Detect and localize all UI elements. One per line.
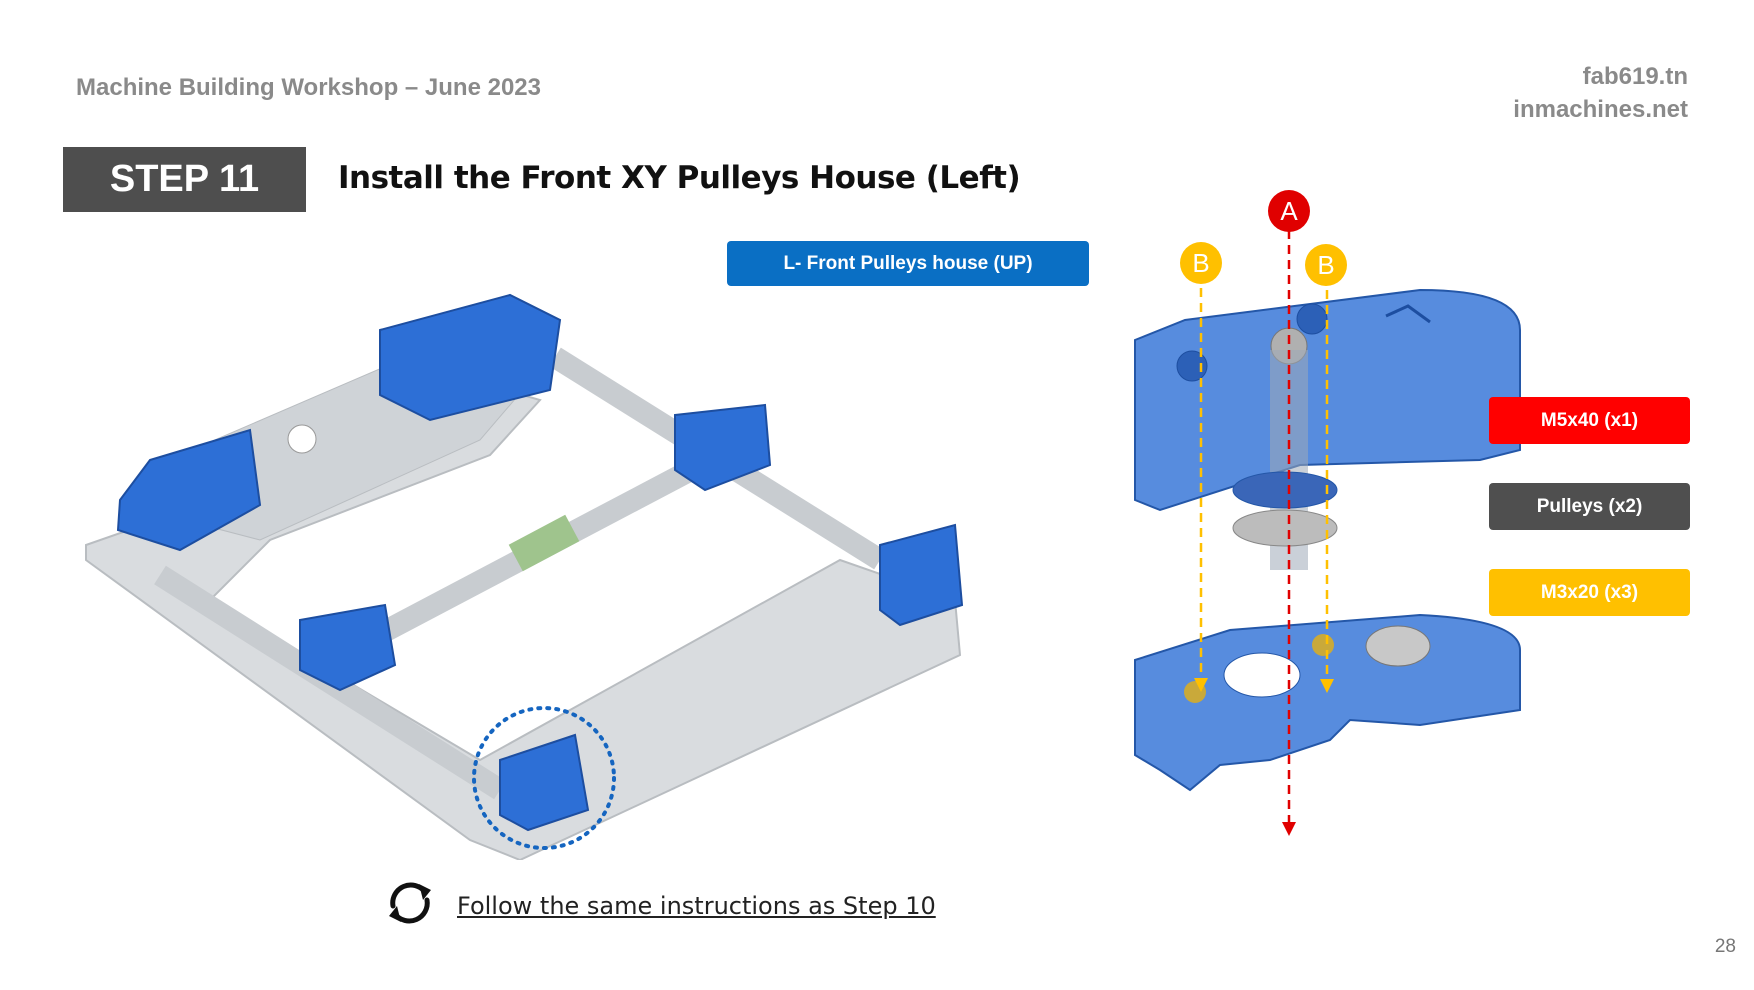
- marker-b-right: [1305, 244, 1347, 286]
- corner-block-right: [879, 523, 964, 627]
- step-badge: STEP 11: [63, 147, 306, 212]
- marker-b-left-label: B: [1192, 248, 1209, 278]
- pulley-house-left: [116, 428, 262, 552]
- site-fab619[interactable]: fab619.tn: [1582, 63, 1688, 90]
- hole-right: [1296, 303, 1328, 335]
- site-links: fab619.tn inmachines.net: [1513, 60, 1688, 126]
- carriage-block-left: [299, 603, 397, 692]
- marker-a: [1268, 190, 1310, 232]
- nut-slot-right: [1312, 634, 1334, 656]
- arrow-b-right-head: [1320, 679, 1334, 693]
- plate-hole: [287, 424, 317, 454]
- bottom-housing: [1134, 613, 1521, 792]
- pulley-house-mid: [674, 403, 772, 492]
- linear-carriage: [508, 514, 580, 572]
- highlight-circle: [472, 706, 616, 850]
- machine-frame-illustration: [85, 293, 964, 860]
- legend-pulleys: Pulleys (x2): [1489, 483, 1690, 530]
- front-pulleys-house-left: [499, 733, 590, 832]
- marker-b-left: [1180, 242, 1222, 284]
- legend-m5x40: M5x40 (x1): [1489, 397, 1690, 444]
- step-title: Install the Front XY Pulleys House (Left…: [338, 160, 1021, 196]
- direction-mark: [1385, 304, 1431, 324]
- workshop-title: Machine Building Workshop – June 2023: [76, 74, 541, 101]
- arrow-a-head: [1282, 822, 1296, 836]
- pulley-top: [1232, 471, 1338, 509]
- slot-cut: [1223, 652, 1301, 698]
- exploded-detail: A B B: [1134, 190, 1521, 836]
- legend-m3x20: M3x20 (x3): [1489, 569, 1690, 616]
- bolt-head-bottom: [1365, 625, 1431, 667]
- refresh-icon: [389, 882, 431, 924]
- pulley-bottom: [1232, 509, 1338, 547]
- marker-b-right-label: B: [1317, 250, 1334, 280]
- page-number: 28: [1714, 936, 1736, 957]
- follow-step-link[interactable]: Follow the same instructions as Step 10: [457, 892, 936, 920]
- site-inmachines[interactable]: inmachines.net: [1513, 96, 1688, 123]
- hole-left: [1176, 350, 1208, 382]
- arrow-b-left-head: [1194, 678, 1208, 692]
- pulley-house-back: [379, 293, 562, 422]
- marker-a-label: A: [1280, 196, 1298, 226]
- part-label: L- Front Pulleys house (UP): [727, 241, 1089, 286]
